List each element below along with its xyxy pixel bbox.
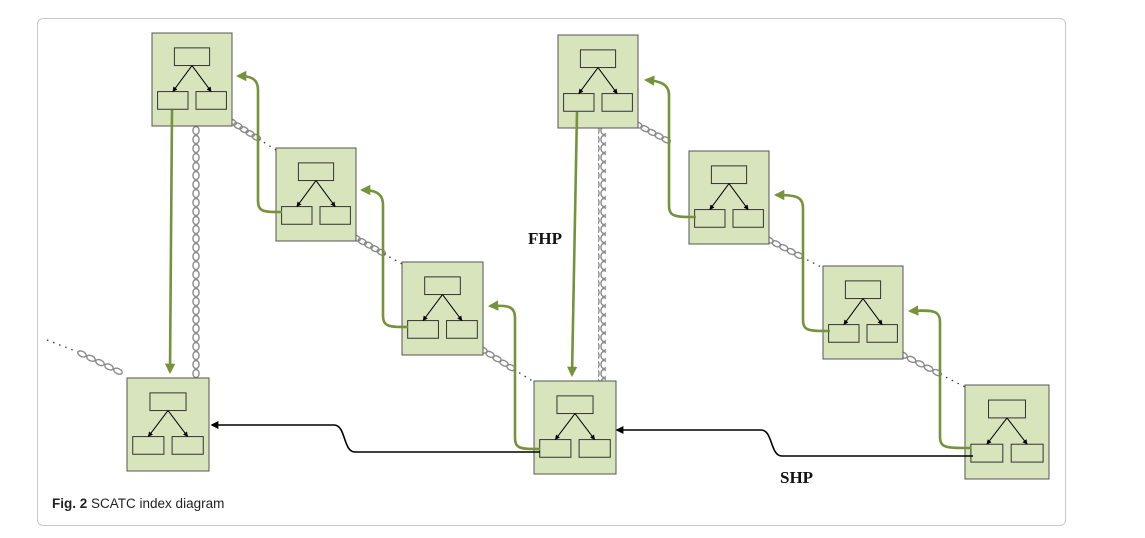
shp-arrow xyxy=(615,426,973,457)
fhp-arrow xyxy=(643,75,697,219)
chain-diagonal xyxy=(478,346,535,383)
chain-vertical xyxy=(598,128,606,381)
child-box-right xyxy=(578,439,611,458)
child-box-left xyxy=(132,436,165,455)
parent-box xyxy=(149,392,187,412)
tree-node xyxy=(822,265,904,360)
figure-caption-label: Fig. 2 xyxy=(52,496,88,511)
tree-node xyxy=(964,384,1050,480)
child-box-left xyxy=(407,320,439,339)
child-box-right xyxy=(446,320,478,339)
chain-diagonal xyxy=(764,236,824,269)
child-box-right xyxy=(601,93,633,112)
fhp-arrow xyxy=(164,109,176,375)
shp-label: SHP xyxy=(780,468,813,487)
child-box-left xyxy=(694,209,726,228)
child-box-right xyxy=(195,91,227,110)
child-box-left xyxy=(157,91,189,110)
parent-box xyxy=(710,165,748,185)
parent-box xyxy=(579,49,617,69)
child-box-left xyxy=(970,443,1004,463)
fhp-arrow xyxy=(487,300,541,451)
parent-box xyxy=(844,280,882,300)
fhp-arrow xyxy=(566,111,579,378)
tree-node xyxy=(151,32,233,127)
fhp-arrow xyxy=(359,184,409,329)
tree-node xyxy=(275,147,357,242)
chain-vertical xyxy=(192,126,200,378)
chain-diagonal xyxy=(898,351,966,388)
tree-node xyxy=(401,261,484,356)
fhp-arrows xyxy=(164,70,972,451)
chain-diagonal xyxy=(227,118,277,151)
child-box-left xyxy=(539,439,572,458)
tree-node xyxy=(533,380,617,475)
child-box-left xyxy=(828,324,860,343)
parent-box xyxy=(424,276,461,296)
shp-arrow xyxy=(210,421,540,453)
fhp-arrow xyxy=(907,305,972,450)
parent-box xyxy=(988,399,1026,419)
parent-box xyxy=(173,47,211,67)
parent-box xyxy=(297,162,335,182)
figure-caption-text: SCATC index diagram xyxy=(91,496,225,511)
tree-node xyxy=(557,34,639,129)
tree-node xyxy=(126,377,210,472)
figure-caption: Fig. 2 SCATC index diagram xyxy=(52,496,224,511)
child-box-left xyxy=(281,206,313,225)
tree-nodes xyxy=(126,32,1050,480)
child-box-right xyxy=(171,436,204,455)
chain-diagonal xyxy=(351,234,403,265)
child-box-right xyxy=(1010,443,1044,463)
child-box-left xyxy=(563,93,595,112)
chain-leading xyxy=(46,339,123,375)
chain-diagonal xyxy=(633,121,671,144)
fhp-arrow xyxy=(773,189,831,333)
shp-arrows xyxy=(210,421,973,457)
fhp-label: FHP xyxy=(528,229,562,248)
child-box-right xyxy=(319,206,351,225)
parent-box xyxy=(556,395,594,415)
child-box-right xyxy=(732,209,764,228)
child-box-right xyxy=(866,324,898,343)
fhp-arrow xyxy=(235,70,283,214)
tree-node xyxy=(688,150,770,245)
